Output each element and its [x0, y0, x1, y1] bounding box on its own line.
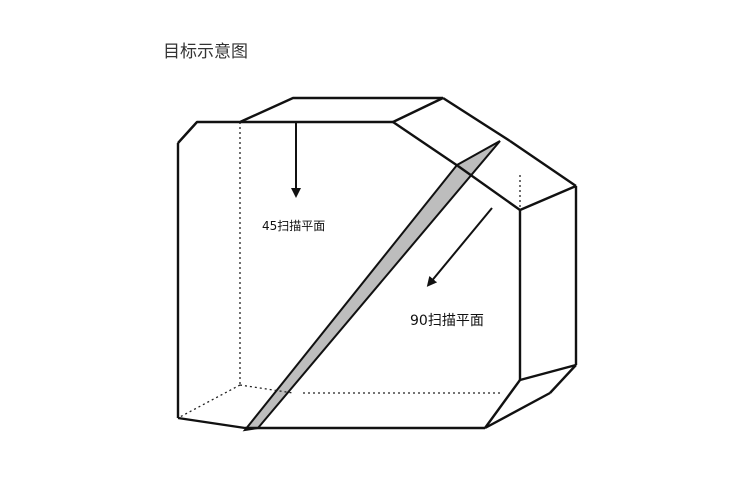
crystal-outline — [176, 96, 578, 430]
diagram-title: 目标示意图 — [163, 42, 248, 62]
scan-90-label: 90扫描平面 — [410, 313, 484, 329]
scan-90-arrow — [426, 207, 493, 287]
scan-45-label: 45扫描平面 — [262, 219, 325, 233]
scan-plane-shaded — [242, 140, 501, 432]
